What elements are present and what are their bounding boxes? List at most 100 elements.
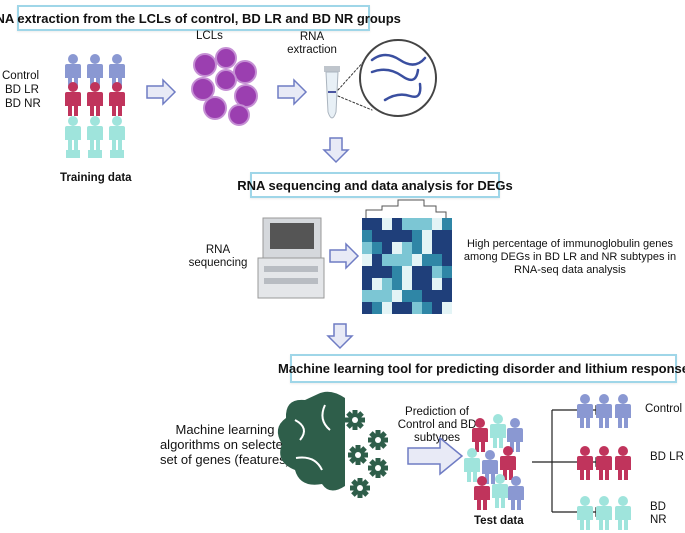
output-label-bd-lr: BD LR <box>650 451 684 463</box>
heatmap-cell <box>422 278 432 290</box>
branch-lines <box>532 405 606 517</box>
heatmap-cell <box>392 290 402 302</box>
heatmap-cell <box>432 290 442 302</box>
heatmap-cell <box>442 254 452 266</box>
training-people <box>65 54 125 158</box>
heatmap-cell <box>412 290 422 302</box>
lcls-label: LCLs <box>196 30 223 42</box>
test-people <box>464 414 524 510</box>
heatmap-cell <box>392 278 402 290</box>
heatmap-cell <box>442 218 452 230</box>
heatmap-cell <box>402 302 412 314</box>
heatmap-cell <box>372 266 382 278</box>
heatmap-cell <box>412 230 422 242</box>
output-label-control: Control <box>645 403 683 415</box>
lcl-cells <box>191 47 258 126</box>
heatmap-cell <box>382 302 392 314</box>
test-data-label: Test data <box>474 515 524 527</box>
heatmap-cell <box>382 278 392 290</box>
heatmap-cell <box>372 242 382 254</box>
heatmap-cell <box>372 302 382 314</box>
heatmap-cell <box>422 254 432 266</box>
heatmap-cell <box>382 242 392 254</box>
heatmap-cell <box>402 230 412 242</box>
heatmap-cell <box>392 266 402 278</box>
section2-title: RNA sequencing and data analysis for DEG… <box>237 172 513 198</box>
heatmap-cell <box>402 278 412 290</box>
section3-title: Machine learning tool for predicting dis… <box>278 354 685 383</box>
heatmap-cell <box>422 218 432 230</box>
arrow-2 <box>277 79 307 105</box>
rna-sequencing-label: RNA sequencing <box>188 244 248 269</box>
heatmap-cell <box>362 266 372 278</box>
prediction-arrow <box>407 436 464 476</box>
heatmap-cell <box>392 230 402 242</box>
output-label-bd-nr: BD NR <box>650 501 667 526</box>
heatmap-cell <box>362 242 372 254</box>
output-bd-lr-people <box>577 446 631 480</box>
heatmap-cell <box>442 302 452 314</box>
heatmap-cell <box>402 242 412 254</box>
rna-extraction-label: RNA extraction <box>287 31 337 56</box>
ml-label: Machine learning algorithms on selected … <box>159 422 291 467</box>
heatmap-cell <box>412 302 422 314</box>
heatmap-cell <box>442 266 452 278</box>
heatmap-cell <box>432 302 442 314</box>
training-data-label: Training data <box>60 172 132 184</box>
heatmap-cell <box>412 266 422 278</box>
heatmap-cell <box>382 218 392 230</box>
heatmap-cell <box>422 302 432 314</box>
label-control: Control <box>2 70 40 82</box>
heatmap-cell <box>412 254 422 266</box>
output-bd-nr-people <box>577 496 631 530</box>
brain-icon <box>277 391 345 491</box>
heatmap-cell <box>382 254 392 266</box>
prediction-label: Prediction of Control and BD subtypes <box>397 406 477 444</box>
heatmap-cell <box>422 266 432 278</box>
heatmap-cell <box>402 218 412 230</box>
heatmap-cell <box>382 230 392 242</box>
heatmap-cell <box>382 266 392 278</box>
heatmap-cell <box>392 302 402 314</box>
heatmap-cell <box>402 290 412 302</box>
heatmap-cell <box>432 278 442 290</box>
heatmap-cell <box>422 290 432 302</box>
heatmap-cell <box>422 242 432 254</box>
heatmap-cell <box>372 254 382 266</box>
heatmap-cell <box>372 230 382 242</box>
bd-nr-people <box>65 116 125 150</box>
heatmap-cell <box>432 218 442 230</box>
heatmap-cell <box>412 278 422 290</box>
heatmap-cell <box>372 290 382 302</box>
heatmap-cell <box>402 254 412 266</box>
heatmap-icon <box>362 199 452 314</box>
arrow-1 <box>146 79 176 105</box>
heatmap-cell <box>432 254 442 266</box>
heatmap-cell <box>362 218 372 230</box>
section1-title: RNA extraction from the LCLs of control,… <box>0 5 401 31</box>
tube-icon <box>324 66 340 119</box>
heatmap-cell <box>402 266 412 278</box>
heatmap-cell <box>432 266 442 278</box>
heatmap-cell <box>362 302 372 314</box>
heatmap-cell <box>442 230 452 242</box>
heatmap-cell <box>392 242 402 254</box>
arrow-5 <box>327 323 353 349</box>
heatmap-cell <box>432 230 442 242</box>
heatmap-cell <box>442 242 452 254</box>
heatmap-cell <box>422 230 432 242</box>
heatmap-cell <box>382 290 392 302</box>
heatmap-cell <box>362 278 372 290</box>
rna-magnifier-icon <box>337 39 437 117</box>
gears-icon <box>345 410 388 498</box>
output-control-people <box>577 394 631 428</box>
heatmap-cell <box>412 218 422 230</box>
heatmap-cell <box>432 242 442 254</box>
finding-text: High percentage of immunoglobulin genes … <box>463 238 677 276</box>
heatmap-cell <box>412 242 422 254</box>
sequencer-icon <box>257 217 325 299</box>
heatmap-cell <box>372 218 382 230</box>
label-bd-nr: BD NR <box>5 98 41 110</box>
heatmap-cell <box>362 254 372 266</box>
arrow-3 <box>323 137 349 163</box>
